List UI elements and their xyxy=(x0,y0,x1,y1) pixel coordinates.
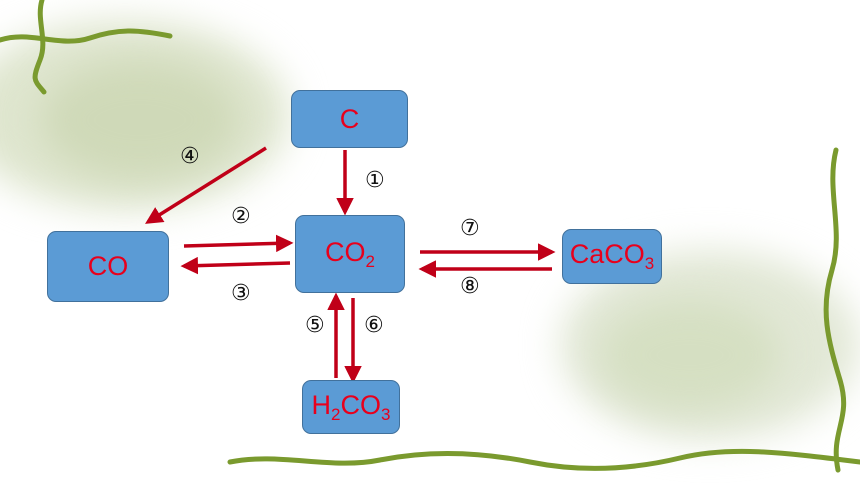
label-reaction-1: ① xyxy=(365,168,385,193)
node-co2-label: CO2 xyxy=(325,236,375,271)
vine-top-left-horizontal xyxy=(0,28,173,44)
arrow-2-co-to-co2 xyxy=(183,234,294,253)
arrow-4-c-to-co xyxy=(145,146,267,224)
node-c: C xyxy=(291,90,408,148)
node-co-label: CO xyxy=(87,251,129,281)
node-caco3: CaCO3 xyxy=(562,229,662,284)
vine-right-vertical xyxy=(823,147,847,473)
label-reaction-5: ⑤ xyxy=(305,313,325,338)
node-c-label: C xyxy=(339,103,360,134)
arrow-3-co2-to-co xyxy=(180,256,291,275)
label-reaction-3: ③ xyxy=(231,281,251,306)
background-leaf-top-left-2 xyxy=(40,60,240,180)
node-co: CO xyxy=(47,231,169,302)
label-reaction-6: ⑥ xyxy=(364,313,384,338)
label-reaction-8: ⑧ xyxy=(460,274,480,299)
label-reaction-4: ④ xyxy=(180,144,200,169)
node-caco3-label: CaCO3 xyxy=(569,239,655,273)
node-h2co3: H2CO3 xyxy=(302,380,400,434)
background-leaf-right-2 xyxy=(600,300,780,410)
node-h2co3-label: H2CO3 xyxy=(311,389,391,424)
vine-top-left-vertical xyxy=(32,0,47,95)
label-reaction-2: ② xyxy=(231,204,251,229)
label-reaction-7: ⑦ xyxy=(460,216,480,241)
vine-bottom-horizontal xyxy=(227,448,860,471)
node-co2: CO2 xyxy=(295,215,405,293)
